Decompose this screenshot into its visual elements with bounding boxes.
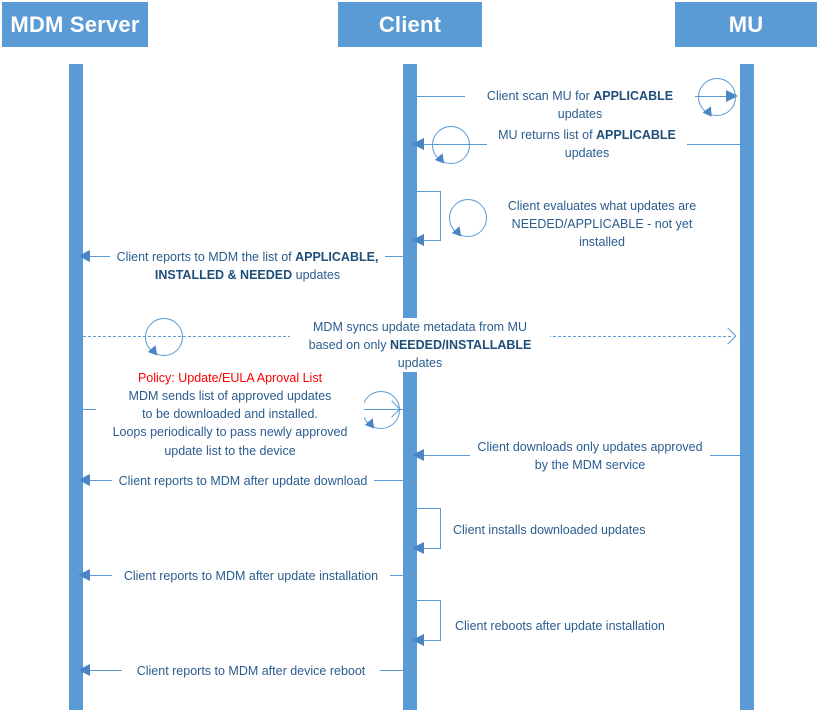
self-loop-client-returns — [432, 126, 470, 164]
msg3-line2: NEEDED/APPLICABLE - not yet installed — [511, 217, 693, 250]
arrow-head-mu-returns-list — [412, 138, 424, 150]
msg6-line1: MDM sends list of approved updates — [128, 389, 332, 404]
arrow-head-report-after-reboot — [78, 664, 90, 676]
msg2-text-a: MU returns list of — [498, 128, 597, 142]
self-call-box-client-evaluate — [417, 191, 441, 241]
actor-label-mu: MU — [728, 11, 764, 37]
msg1-text-c: updates — [557, 107, 603, 122]
message-label-mdm-sends-approved: Policy: Update/EULA Aproval List MDM sen… — [96, 369, 364, 460]
arrow-head-report-after-download — [78, 474, 90, 486]
message-label-client-installs: Client installs downloaded updates — [450, 521, 660, 540]
lifeline-mu — [740, 64, 754, 710]
actor-box-client[interactable]: Client — [338, 2, 482, 47]
arrow-head-client-evaluate — [412, 234, 424, 246]
arrow-head-client-reports-lists — [78, 250, 90, 262]
message-label-report-after-install: Client reports to MDM after update insta… — [112, 567, 390, 586]
msg5-line2a: based on only — [308, 338, 390, 353]
msg4-text-b: APPLICABLE, — [295, 250, 379, 264]
self-loop-mu-scan — [698, 78, 736, 116]
self-call-box-client-installs — [417, 508, 441, 549]
msg6-line4: update list to the device — [164, 443, 296, 458]
arrow-head-client-reboots — [412, 634, 424, 646]
msg8-text: Client reports to MDM after update downl… — [118, 474, 368, 488]
message-label-client-scan-mu: Client scan MU for APPLICABLE updates — [465, 87, 695, 124]
actor-box-mdm-server[interactable]: MDM Server — [2, 2, 148, 47]
msg5-line2c: updates — [397, 356, 443, 371]
msg5-line1: MDM syncs update metadata from MU — [313, 320, 527, 334]
msg2-text-c: updates — [564, 146, 610, 161]
msg12-text: Client reports to MDM after device reboo… — [136, 664, 366, 678]
msg1-text-a: Client scan MU for — [486, 89, 594, 103]
message-label-mdm-syncs-metadata: MDM syncs update metadata from MU based … — [290, 318, 550, 373]
msg9-text: Client installs downloaded updates — [453, 523, 646, 537]
message-label-mu-returns-list: MU returns list of APPLICABLE updates — [487, 126, 687, 163]
message-label-client-reports-lists: Client reports to MDM the list of APPLIC… — [110, 248, 385, 285]
msg7-line2: by the MDM service — [534, 458, 646, 473]
self-call-box-client-reboots — [417, 600, 441, 641]
lifeline-mdm-server — [69, 64, 83, 710]
message-label-client-evaluate: Client evaluates what updates are NEEDED… — [487, 197, 717, 252]
arrow-head-client-installs — [412, 542, 424, 554]
policy-label-update-eula: Policy: Update/EULA Aproval List — [137, 371, 323, 385]
arrow-head-report-after-install — [78, 569, 90, 581]
self-loop-mdm-sync — [145, 318, 183, 356]
arrow-head-mdm-syncs-metadata — [719, 327, 737, 345]
msg7-line1: Client downloads only updates approved — [477, 440, 703, 454]
message-label-client-downloads-updates: Client downloads only updates approved b… — [470, 438, 710, 475]
msg6-line3: Loops periodically to pass newly approve… — [112, 425, 348, 440]
msg3-line1: Client evaluates what updates are — [507, 199, 697, 213]
msg5-line2b: NEEDED/INSTALLABLE — [389, 338, 532, 353]
arrow-head-client-downloads-updates — [412, 449, 424, 461]
msg1-text-bold: APPLICABLE — [593, 89, 674, 103]
msg10-text: Client reports to MDM after update insta… — [123, 569, 379, 583]
msg2-text-bold: APPLICABLE — [596, 128, 676, 142]
actor-box-mu[interactable]: MU — [675, 2, 817, 47]
actor-label-mdm-server: MDM Server — [10, 11, 140, 37]
actor-label-client: Client — [378, 11, 442, 37]
lifeline-client — [403, 64, 417, 710]
message-label-report-after-reboot: Client reports to MDM after device reboo… — [122, 662, 380, 681]
msg4-text-d: updates — [292, 268, 341, 283]
msg4-text-c: INSTALLED & NEEDED — [154, 268, 293, 283]
message-label-report-after-download: Client reports to MDM after update downl… — [112, 472, 374, 491]
message-label-client-reboots: Client reboots after update installation — [452, 617, 677, 636]
msg6-line2: to be downloaded and installed. — [142, 407, 318, 422]
self-loop-client-evaluate — [449, 199, 487, 237]
msg11-text: Client reboots after update installation — [455, 619, 665, 633]
msg4-text-a: Client reports to MDM the list of — [116, 250, 296, 264]
